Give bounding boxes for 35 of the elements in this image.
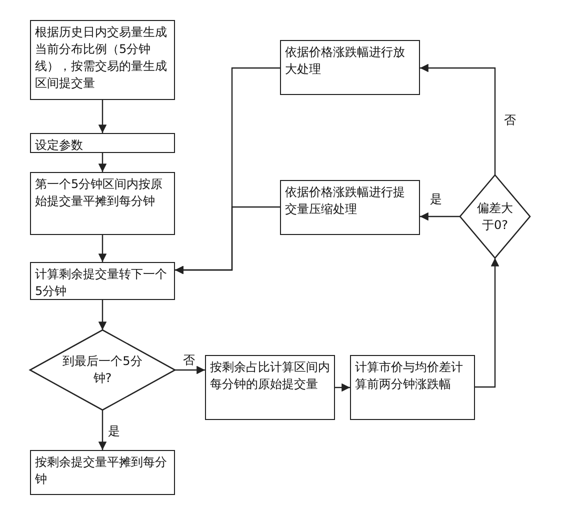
process-box <box>30 133 175 153</box>
node-text: 依据价格涨跌幅进行放大处理 <box>285 44 406 78</box>
node-text: 第一个5分钟区间内按原始提交量平摊到每分钟 <box>35 176 164 210</box>
arrow <box>335 383 350 392</box>
arrow <box>98 153 107 172</box>
process-box <box>280 40 420 95</box>
arrow <box>98 300 107 330</box>
arrow <box>175 67 280 274</box>
process-box <box>30 172 175 235</box>
edge-label: 是 <box>108 424 120 438</box>
process-box <box>350 355 475 420</box>
edge-label: 否 <box>183 353 195 367</box>
arrow <box>420 212 460 221</box>
node-text: 计算市价与均价差计算前两分钟涨跌幅 <box>355 359 464 393</box>
node-text: 设定参数 <box>35 137 83 154</box>
process-box <box>280 180 420 235</box>
arrow <box>420 64 496 175</box>
node-text: 按剩余占比计算区间内每分钟的原始提交量 <box>210 359 330 393</box>
arrow <box>475 258 500 388</box>
node-text: 到最后一个5分钟? <box>62 353 144 387</box>
arrow <box>98 235 107 262</box>
node-text: 按剩余提交量平摊到每分钟 <box>35 454 168 488</box>
node-text: 偏差大于0? <box>476 200 514 234</box>
edge-label: 是 <box>430 192 442 206</box>
node-text: 计算剩余提交量转下一个5分钟 <box>35 266 168 300</box>
arrow <box>98 100 107 133</box>
edge-label: 否 <box>504 113 516 127</box>
process-box <box>30 262 175 300</box>
arrow <box>98 410 107 450</box>
node-text: 根据历史日内交易量生成当前分布比例（5分钟线），按需交易的量生成区间提交量 <box>35 24 168 92</box>
process-box <box>205 355 335 420</box>
process-box <box>30 450 175 495</box>
node-text: 依据价格涨跌幅进行提交量压缩处理 <box>285 184 406 218</box>
arrow <box>175 366 205 374</box>
process-box <box>30 20 175 100</box>
